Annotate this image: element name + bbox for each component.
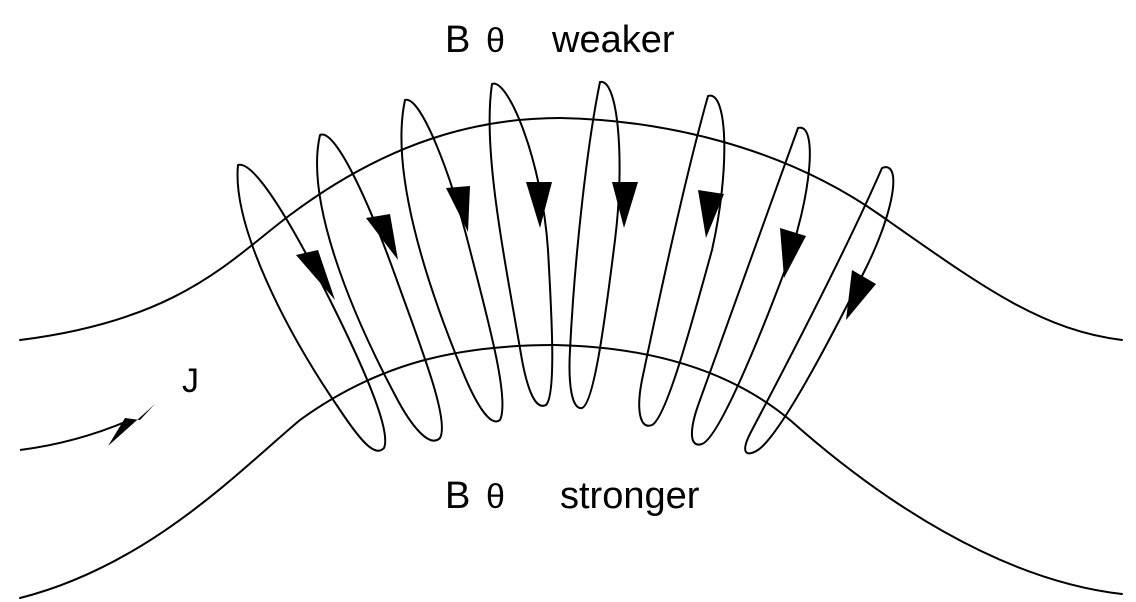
field-direction-arrows (296, 182, 876, 320)
field-loop (639, 96, 724, 426)
tube-upper-edge (20, 118, 1122, 340)
label-top-weaker: weaker (551, 19, 675, 61)
field-loop (238, 165, 386, 451)
label-bottom-b: B (445, 475, 470, 517)
field-loop (317, 135, 442, 441)
arrowhead (296, 250, 335, 300)
label-top-theta: θ (486, 22, 505, 60)
field-loop (490, 84, 553, 406)
arrowhead (846, 270, 876, 320)
arrowhead (780, 228, 806, 278)
current-direction-arrow (20, 404, 155, 450)
arrowhead (446, 186, 470, 232)
arrowhead (526, 182, 552, 228)
field-loop (570, 82, 620, 408)
label-bottom-theta: θ (486, 478, 505, 516)
arrowhead (366, 214, 398, 260)
label-top-b: B (445, 19, 470, 61)
field-loop (401, 100, 502, 422)
label-bottom-stronger: stronger (560, 475, 700, 517)
arrowhead (698, 190, 724, 238)
field-loop (692, 128, 810, 445)
arrowhead (612, 182, 638, 228)
label-current-j: J (182, 362, 199, 400)
